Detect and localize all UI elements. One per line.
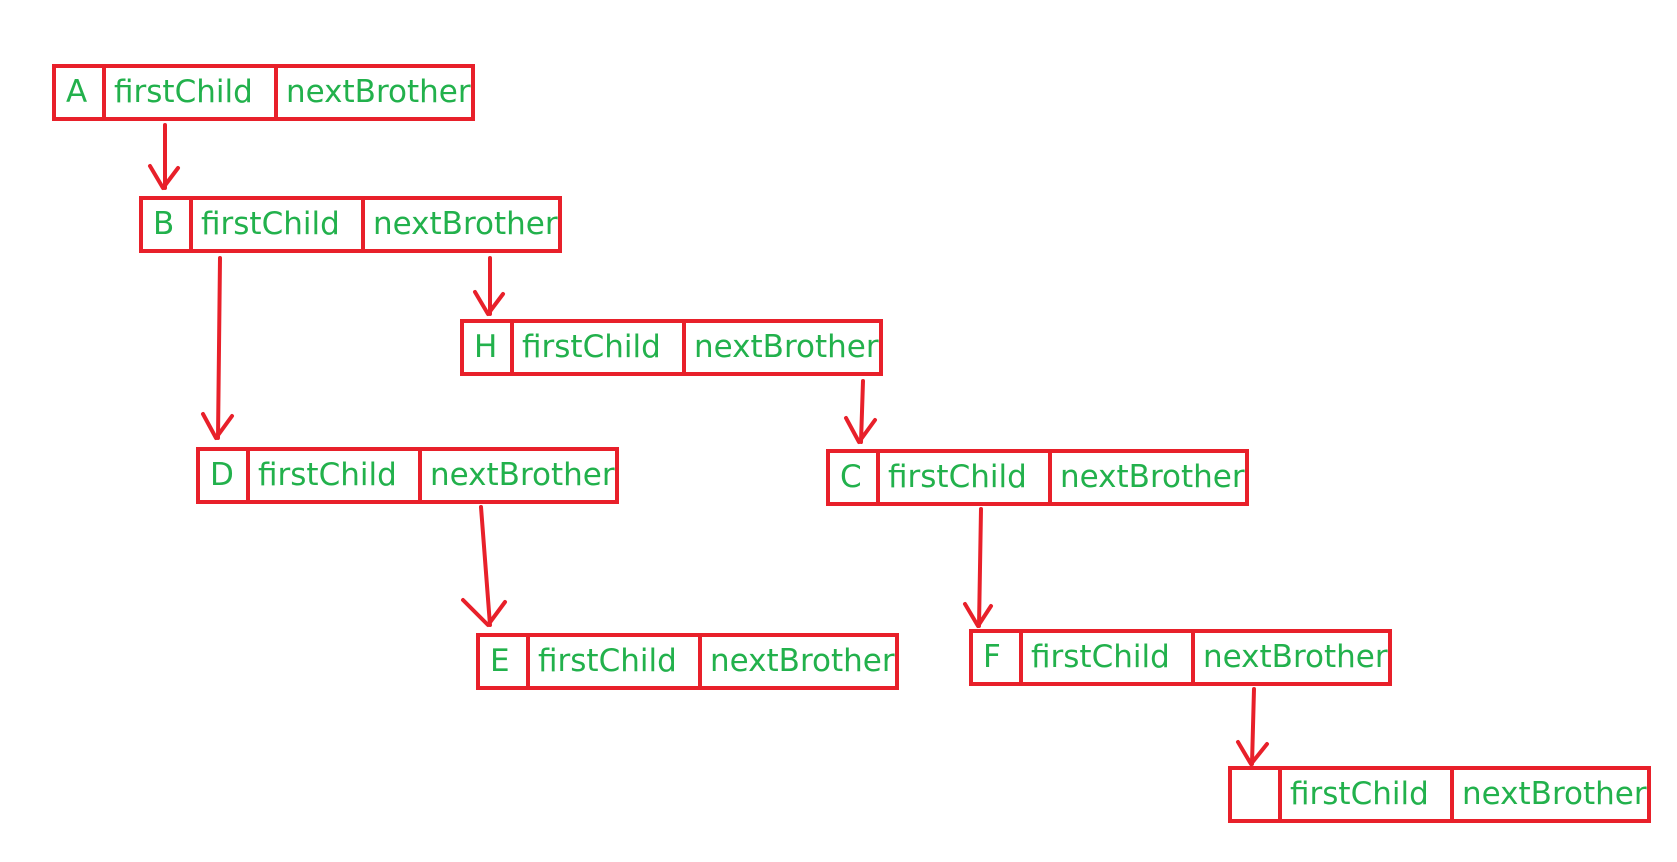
node-b-label: B	[143, 200, 193, 249]
node-g-nextbrother: nextBrother	[1462, 776, 1647, 812]
node-f-nextbrother: nextBrother	[1203, 639, 1388, 675]
arrow-b-to-h	[473, 256, 505, 316]
arrow-d-to-e	[461, 505, 507, 627]
node-g-label	[1232, 770, 1282, 819]
node-b-firstchild: firstChild	[193, 200, 365, 249]
arrow-a-to-b	[148, 123, 180, 190]
node-c-nextbrother: nextBrother	[1060, 459, 1245, 495]
node-f-firstchild: firstChild	[1023, 633, 1195, 682]
node-h-firstchild: firstChild	[514, 323, 686, 372]
node-a-firstchild: firstChild	[106, 68, 278, 117]
node-a-label: A	[56, 68, 106, 117]
node-d-nextbrother: nextBrother	[430, 457, 615, 493]
arrow-c-to-f	[963, 507, 993, 628]
node-a: A firstChild nextBrother	[52, 64, 475, 121]
node-c-firstchild: firstChild	[880, 453, 1052, 502]
node-c-label: C	[830, 453, 880, 502]
node-h-label: H	[464, 323, 514, 372]
node-g: firstChild nextBrother	[1228, 766, 1651, 823]
node-d-firstchild: firstChild	[250, 451, 422, 500]
node-c: C firstChild nextBrother	[826, 449, 1249, 506]
node-b-nextbrother: nextBrother	[373, 206, 558, 242]
node-e: E firstChild nextBrother	[476, 633, 899, 690]
node-b: B firstChild nextBrother	[139, 196, 562, 253]
arrow-h-to-c	[844, 379, 877, 444]
arrow-f-to-g	[1236, 687, 1269, 766]
node-f-label: F	[973, 633, 1023, 682]
node-g-firstchild: firstChild	[1282, 770, 1454, 819]
node-f: F firstChild nextBrother	[969, 629, 1392, 686]
arrow-b-to-d	[201, 256, 234, 440]
node-e-firstchild: firstChild	[530, 637, 702, 686]
node-d: D firstChild nextBrother	[196, 447, 619, 504]
node-e-label: E	[480, 637, 530, 686]
node-e-nextbrother: nextBrother	[710, 643, 895, 679]
node-d-label: D	[200, 451, 250, 500]
node-h: H firstChild nextBrother	[460, 319, 883, 376]
node-a-nextbrother: nextBrother	[286, 74, 471, 110]
node-h-nextbrother: nextBrother	[694, 329, 879, 365]
